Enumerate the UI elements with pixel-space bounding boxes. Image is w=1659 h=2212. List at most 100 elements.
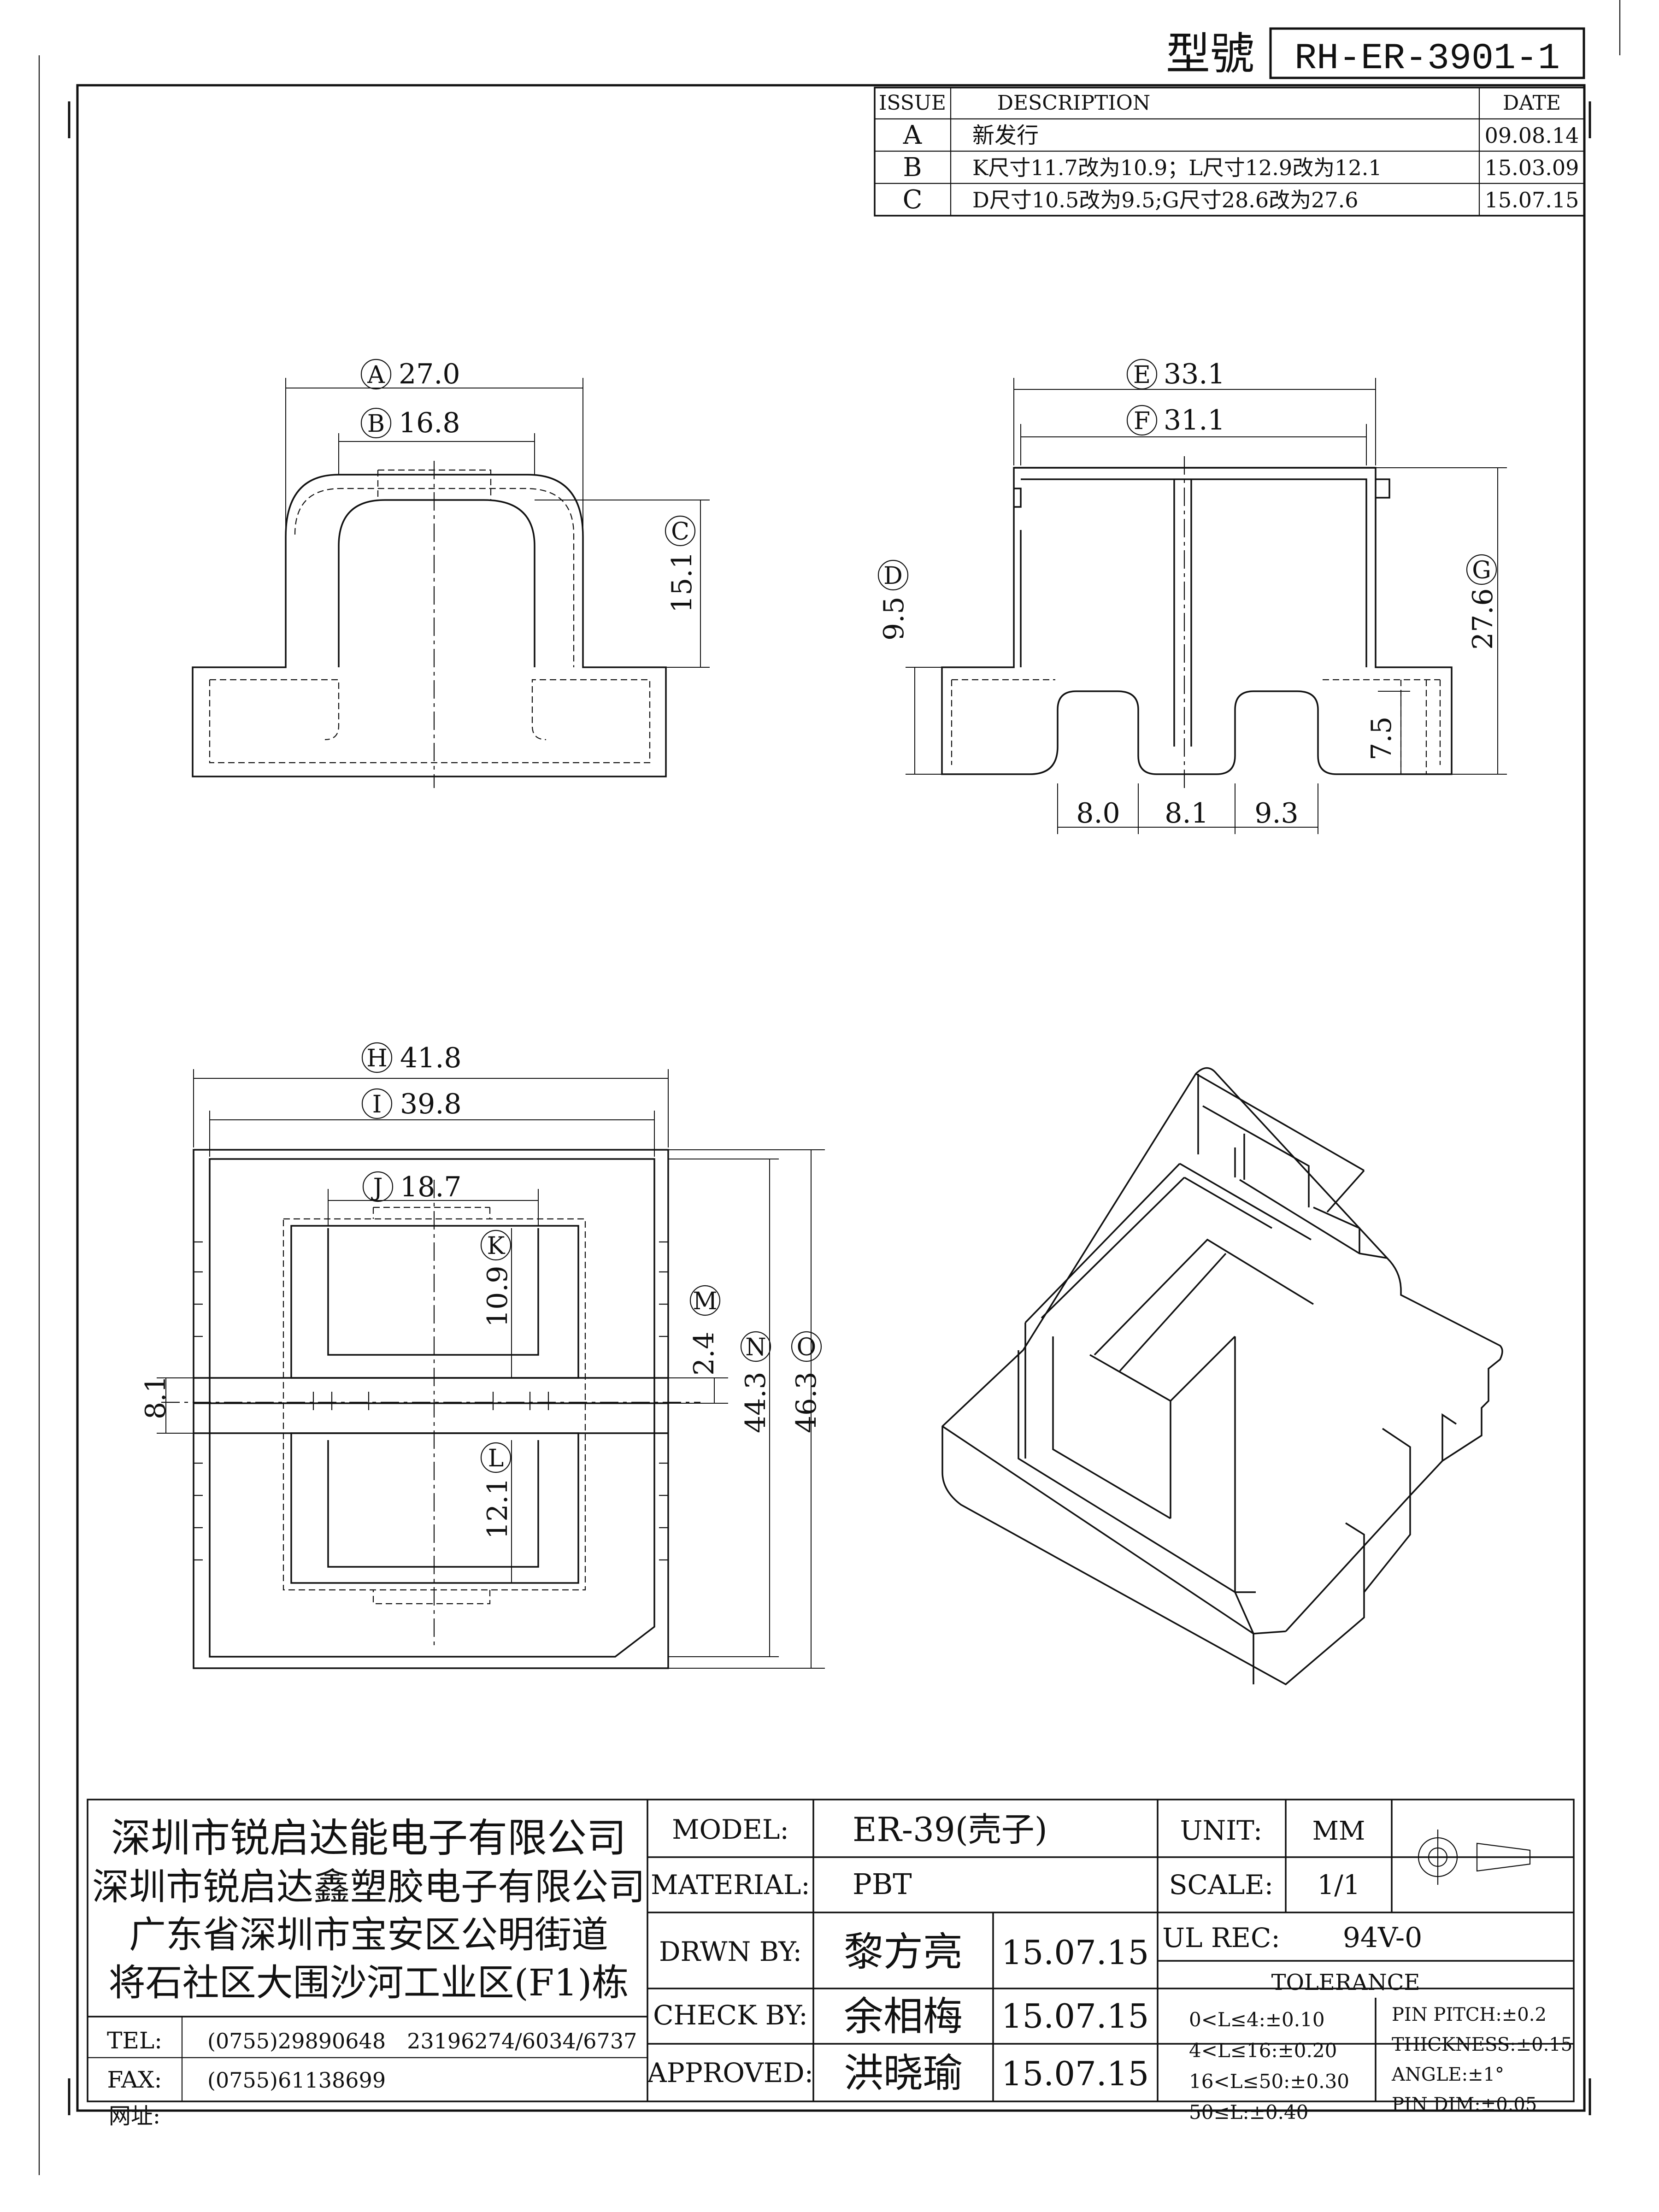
dim-tag: F: [1134, 407, 1150, 435]
revision-row-description: K尺寸11.7改为10.9；L尺寸12.9改为12.1: [972, 155, 1382, 180]
dim-tag: M: [693, 1288, 717, 1315]
tolerance-item: THICKNESS:±0.15: [1392, 2034, 1572, 2055]
revision-row-date: 15.03.09: [1485, 155, 1579, 180]
revision-row-issue: C: [903, 185, 923, 215]
side-view: E 33.1 F 31.1 D 9.5 G 27.6 7.5 8.0 8.1 9…: [877, 358, 1507, 834]
dim-value: 44.3: [740, 1371, 772, 1433]
model-label: MODEL:: [672, 1814, 789, 1845]
revision-row-date: 15.07.15: [1485, 188, 1579, 212]
company-name: 深圳市锐启达能电子有限公司: [111, 1815, 626, 1861]
model-number-label: 型號: [1166, 28, 1254, 80]
tolerance-item: 50≤L:±0.40: [1189, 2101, 1308, 2124]
title-block: 深圳市锐启达能电子有限公司 深圳市锐启达鑫塑胶电子有限公司 广东省深圳市宝安区公…: [87, 1799, 1575, 2124]
dim-value: 15.1: [666, 551, 698, 613]
dim-tag: B: [367, 410, 385, 438]
dim-tag: I: [372, 1091, 382, 1118]
material-value: PBT: [853, 1867, 912, 1901]
dim-value: 46.3: [790, 1371, 823, 1433]
dim-value: 27.6: [1467, 588, 1499, 650]
dimension-label: A 27.0: [360, 358, 460, 390]
dim-tag: N: [745, 1334, 766, 1361]
dim-value: 27.0: [399, 358, 460, 390]
unit-value: MM: [1312, 1816, 1365, 1846]
dim-value: 8.1: [1165, 797, 1208, 830]
dim-value: 9.5: [878, 597, 910, 641]
dim-value: 12.1: [482, 1477, 514, 1539]
ul-value: 94V-0: [1343, 1922, 1423, 1954]
dimension-label: J 18.7: [362, 1171, 462, 1203]
projection-symbol-icon: [1410, 1830, 1555, 1885]
corner-marks: [38, 0, 1621, 2175]
revision-row-description: 新发行: [972, 123, 1039, 148]
material-label: MATERIAL:: [651, 1869, 810, 1900]
tolerance-item: 16<L≤50:±0.30: [1189, 2070, 1349, 2093]
dimension-label: L 12.1: [480, 1442, 514, 1539]
dim-tag: A: [367, 361, 385, 389]
dim-tag: C: [671, 518, 689, 546]
company-address: 将石社区大围沙河工业区(F1)栋: [109, 1961, 629, 2004]
revision-table: ISSUE DESCRIPTION DATE A 新发行 09.08.14 B …: [874, 87, 1585, 217]
dimension-label: N 44.3: [740, 1331, 772, 1433]
approved-date: 15.07.15: [1001, 2054, 1149, 2093]
sheet-border: [76, 84, 1586, 2112]
dim-tag: D: [883, 562, 903, 590]
company-address: 广东省深圳市宝安区公明街道: [129, 1913, 608, 1956]
dimension-label: B 16.8: [360, 407, 460, 439]
check-label: CHECK BY:: [653, 2000, 808, 2031]
revision-header-description: DESCRIPTION: [997, 91, 1151, 115]
dim-tag: E: [1133, 361, 1151, 389]
dim-value: 41.8: [400, 1042, 462, 1074]
check-by: 余相梅: [844, 1994, 963, 2040]
model-value: ER-39(壳子): [853, 1810, 1047, 1849]
dim-tag: J: [371, 1174, 383, 1201]
scale-label: SCALE:: [1169, 1869, 1273, 1900]
tolerance-item: ANGLE:±1°: [1391, 2064, 1504, 2085]
dim-value: 2.4: [688, 1332, 720, 1376]
dim-tag: G: [1472, 557, 1491, 584]
top-view: H 41.8 I 39.8 J 18.7 K 10.9 L 12.1 M 2.4: [140, 1042, 825, 1669]
tolerance-title: TOLERANCE: [1271, 1970, 1420, 1995]
revision-row-issue: A: [903, 120, 922, 150]
drawn-label: DRWN BY:: [659, 1936, 802, 1967]
dimension-label: F 31.1: [1126, 404, 1225, 436]
dim-value: 8.1: [140, 1376, 172, 1419]
revision-row-date: 09.08.14: [1485, 123, 1579, 148]
dim-value: 16.8: [399, 407, 460, 439]
drawn-date: 15.07.15: [1001, 1933, 1149, 1972]
dimension-label: D 9.5: [877, 559, 910, 641]
approved-by: 洪晓瑜: [844, 2050, 963, 2096]
tel-value: (0755)29890648 23196274/6034/6737: [207, 2029, 637, 2053]
dim-value: 18.7: [400, 1171, 462, 1203]
company-name: 深圳市锐启达鑫塑胶电子有限公司: [92, 1865, 645, 1908]
tolerance-item: 0<L≤4:±0.10: [1189, 2008, 1325, 2031]
tolerance-item: 4<L≤16:±0.20: [1189, 2039, 1337, 2062]
dimension-label: H 41.8: [361, 1042, 462, 1074]
dim-value: 39.8: [400, 1088, 462, 1120]
dim-value: 31.1: [1164, 404, 1225, 436]
dimension-label: E 33.1: [1126, 358, 1225, 390]
dim-value: 8.0: [1076, 797, 1120, 830]
dim-value: 9.3: [1254, 797, 1298, 830]
dimension-label: G 27.6: [1466, 554, 1499, 650]
check-date: 15.07.15: [1001, 1997, 1149, 2036]
dim-tag: H: [366, 1045, 387, 1072]
tolerance-item: PIN PITCH:±0.2: [1392, 2004, 1547, 2025]
ul-label: UL REC:: [1162, 1922, 1280, 1953]
model-number-header: 型號 RH-ER-3901-1: [1166, 27, 1585, 80]
approved-label: APPROVED:: [647, 2057, 813, 2088]
fax-value: (0755)61138699: [207, 2068, 386, 2093]
revision-row-description: D尺寸10.5改为9.5;G尺寸28.6改为27.6: [972, 188, 1359, 212]
dimension-label: K 10.9: [480, 1230, 514, 1327]
dim-tag: L: [488, 1445, 504, 1472]
isometric-view: [941, 1067, 1503, 1686]
dimension-label: M 2.4: [688, 1285, 721, 1376]
revision-header-date: DATE: [1503, 91, 1561, 115]
dim-value: 10.9: [482, 1265, 514, 1327]
dim-value: 7.5: [1365, 717, 1398, 760]
revision-row-issue: B: [903, 153, 922, 182]
drawn-by: 黎方亮: [844, 1929, 963, 1975]
dimension-label: O 46.3: [790, 1331, 823, 1433]
website-row: [88, 2105, 647, 2107]
unit-label: UNIT:: [1180, 1815, 1263, 1846]
